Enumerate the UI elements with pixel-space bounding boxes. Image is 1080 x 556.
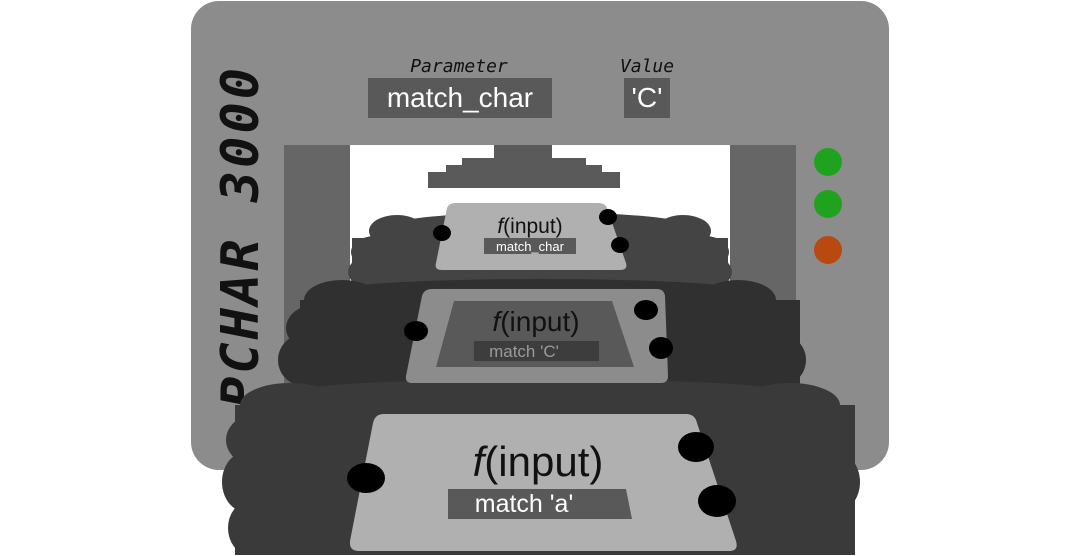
card-middle-label-box: [474, 341, 599, 361]
card-top-label: match_char: [496, 239, 565, 254]
value-box: [624, 78, 670, 118]
card-bottom-hole-right-lower: [698, 485, 736, 517]
card-middle-hole-right-lower: [649, 337, 673, 359]
card-top-func: f(input): [497, 215, 562, 238]
parameter-value-box: [368, 78, 552, 118]
parameter-value: match_char: [387, 82, 533, 113]
indicator-light-1: [814, 148, 842, 176]
card-bottom-hole-right-upper: [678, 432, 714, 462]
card-middle-hole-left: [404, 321, 428, 341]
card-top-label-box: [484, 238, 576, 254]
value-heading: Value: [620, 56, 674, 77]
indicator-light-3: [814, 236, 842, 264]
card-bottom-func: f(input): [473, 438, 604, 485]
machine-title: PCHAR 3000: [211, 65, 271, 408]
press-stamp: [428, 145, 620, 188]
card-middle-func: f(input): [492, 306, 579, 337]
indicator-light-2: [814, 190, 842, 218]
card-middle-label: match 'C': [489, 342, 559, 361]
value-value: 'C': [632, 82, 663, 113]
card-top-hole-right-upper: [599, 209, 617, 225]
card-bottom-hole-left: [347, 463, 385, 493]
card-middle-hole-right-upper: [634, 300, 658, 320]
function-card-bottom: f(input) match 'a': [347, 414, 737, 551]
card-top-hole-left: [433, 225, 451, 241]
card-top-hole-right-lower: [611, 237, 629, 253]
card-bottom-label-box: [448, 489, 632, 519]
function-card-top: f(input) match_char: [433, 203, 629, 270]
function-card-middle: f(input) match 'C': [404, 289, 673, 383]
card-bottom-label: match 'a': [475, 490, 573, 518]
parameter-heading: Parameter: [410, 56, 508, 77]
